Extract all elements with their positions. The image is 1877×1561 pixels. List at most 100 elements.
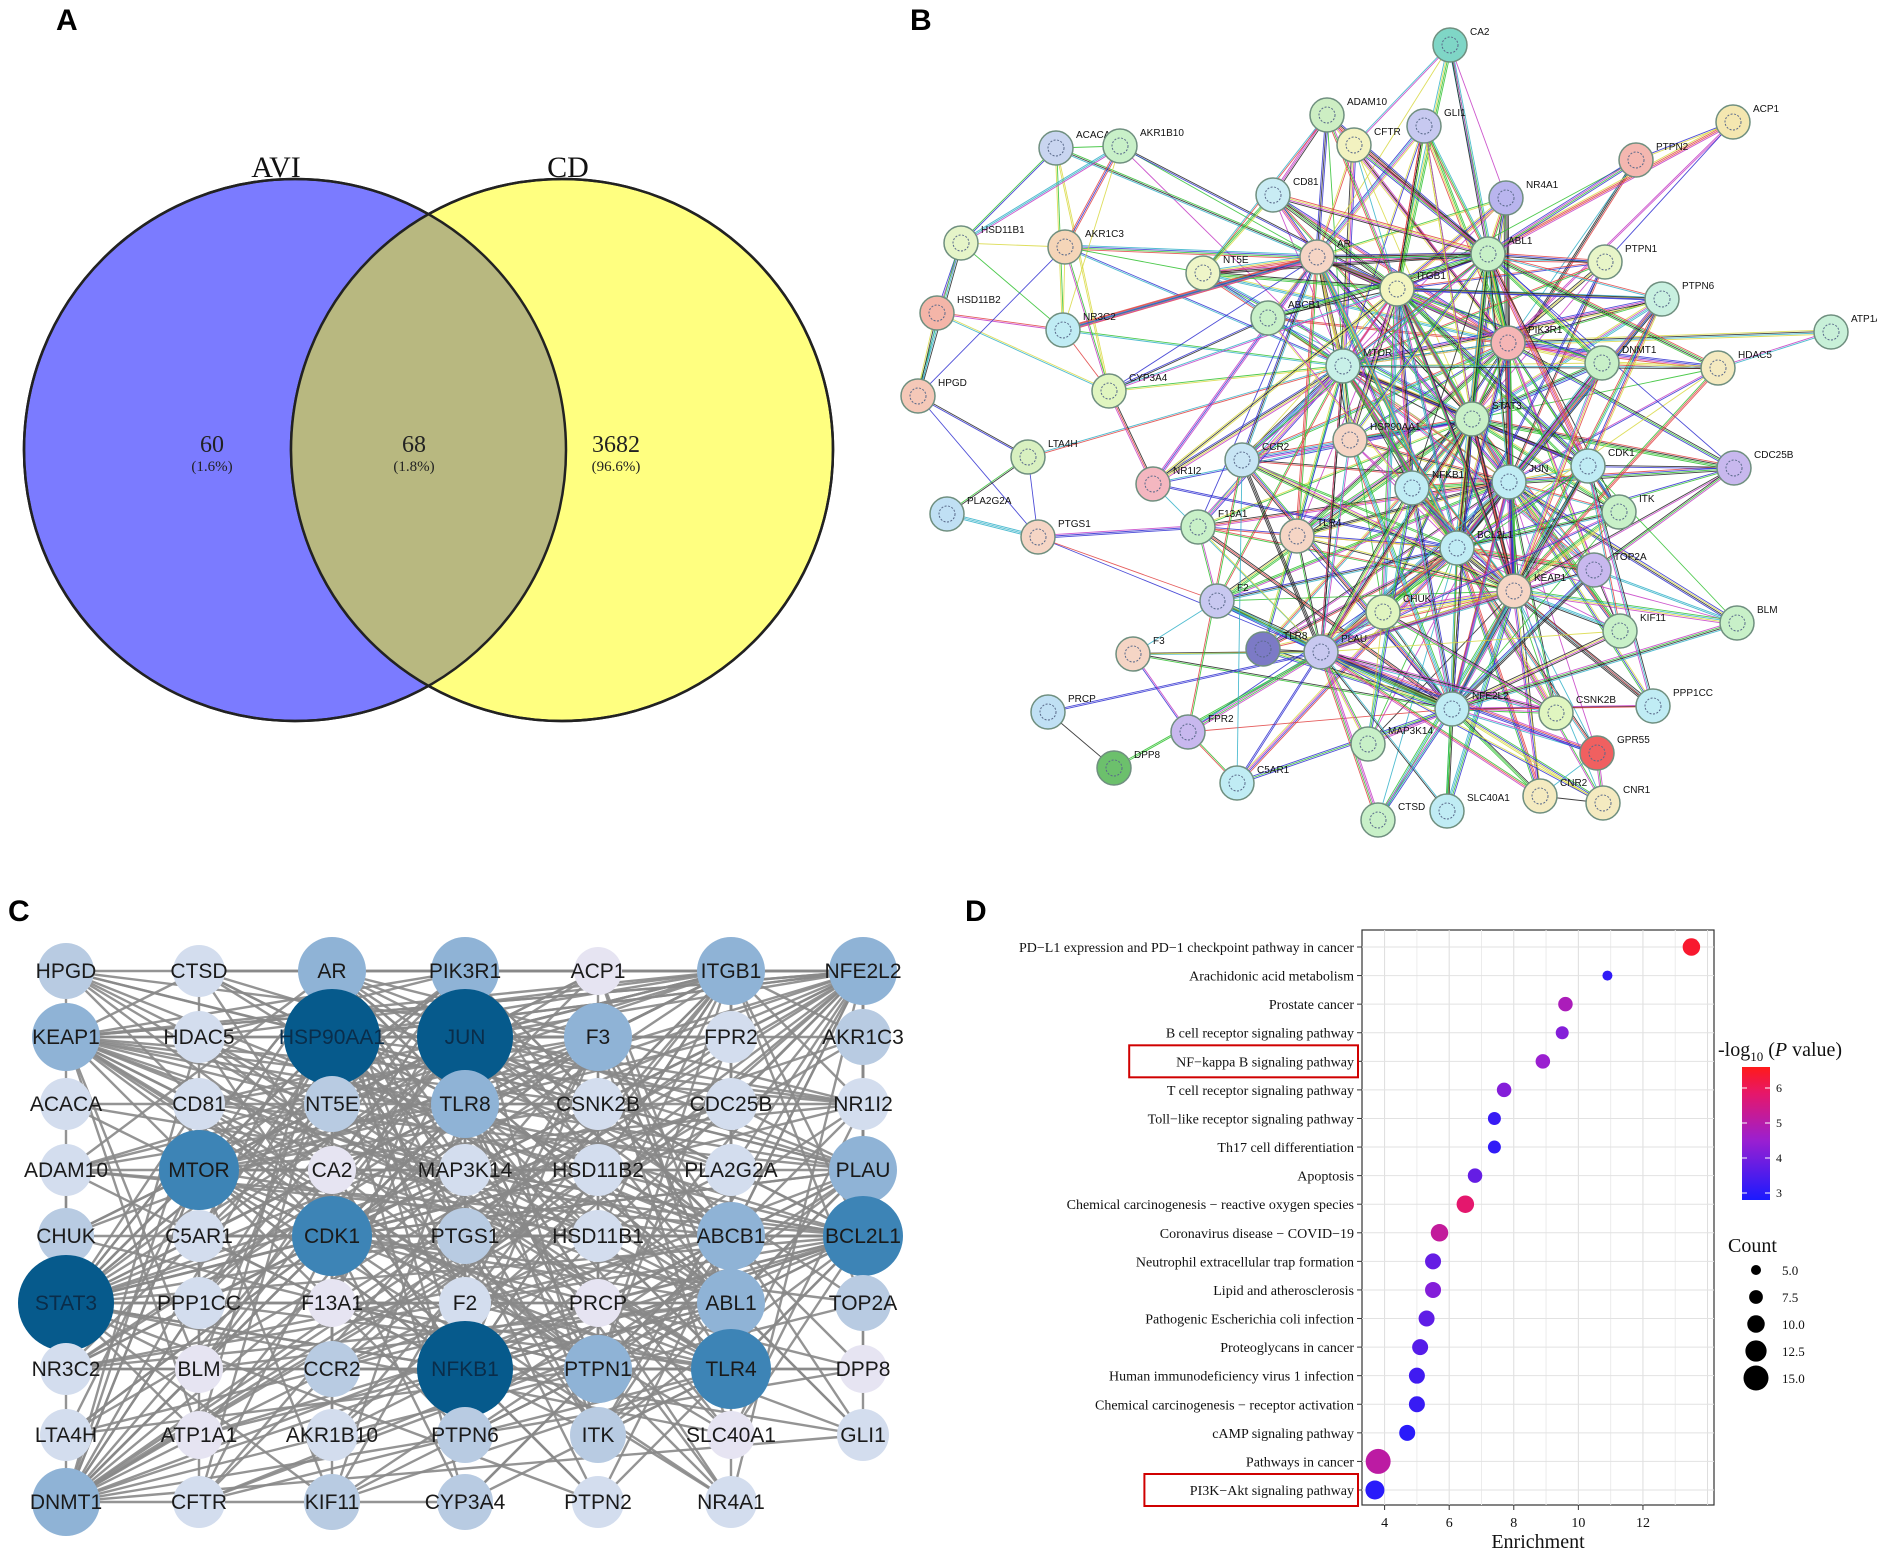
string-edge [1242,257,1319,461]
string-edge [1587,466,1734,470]
string-node-label: CNR2 [1560,778,1588,789]
string-node: MTOR [1325,348,1392,384]
hub-edge [65,969,732,1238]
string-node: CCR2 [1224,442,1290,478]
string-edge [1273,192,1489,253]
string-edge [1342,366,1514,592]
string-edge [1395,289,1514,592]
string-edge [961,148,1057,244]
string-edge [1449,44,1507,199]
string-edge [1153,289,1399,486]
string-edge [1063,247,1109,392]
string-edge [1037,536,1218,602]
string-edge [1353,44,1450,145]
pathway-point [1558,996,1573,1012]
size-legend-label: 10.0 [1782,1317,1805,1332]
string-node: F13A1 [1180,509,1248,545]
string-edge [1028,366,1344,459]
string-edge [1445,590,1514,811]
string-edge [1488,251,1720,367]
string-node-label: TOP2A [1614,552,1647,563]
string-edge [1321,591,1515,654]
string-edge [1396,125,1425,290]
string-edge [1320,510,1619,652]
string-edge [1507,482,1514,592]
string-edge [1458,300,1664,550]
string-edge [1113,650,1321,768]
string-edge [1348,440,1452,710]
string-node-label: PPP1CC [1673,688,1713,699]
string-edge [1240,461,1514,594]
string-edge [1343,262,1606,368]
string-edge [1354,144,1489,254]
string-edge [1242,458,1515,591]
pathway-label: Th17 cell differentiation [1217,1141,1354,1156]
string-edge [1321,419,1473,653]
string-edge [1342,366,1457,549]
string-node: NR3C2 [1045,312,1116,348]
string-edge [1395,289,1457,549]
string-edge [1396,159,1637,290]
string-edge [1342,197,1507,367]
pathway-point [1487,1140,1501,1154]
string-edge [1320,481,1510,653]
string-edge [1319,365,1343,652]
string-edge [961,146,1121,245]
string-edge [1241,365,1343,460]
pathway-label: Pathogenic Escherichia coli infection [1145,1313,1354,1328]
string-edge [1507,297,1662,343]
string-edge [1506,343,1594,571]
string-edge [1592,466,1734,570]
string-edge [1236,459,1243,784]
string-edge [1604,121,1734,263]
string-node-label: TLR4 [1317,518,1342,529]
string-node-label: AKR1C3 [1085,229,1124,240]
string-edge [1454,253,1487,548]
string-node-label: F2 [1237,583,1249,594]
string-node-label: HSD11B2 [957,295,1001,306]
string-edge [1355,143,1490,253]
string-edge [1187,708,1453,733]
string-edge [1382,612,1556,715]
string-edge [1512,366,1718,591]
string-edge [1063,258,1318,333]
size-legend-dot [1745,1340,1767,1362]
string-edge [1354,45,1451,146]
string-edge [1268,255,1489,321]
string-edge [1451,708,1541,797]
string-edge [1114,652,1322,770]
string-edge [1507,482,1653,708]
string-edge [1488,252,1606,262]
string-edge [1216,547,1458,602]
string-node: GPR55 [1579,735,1650,771]
string-edge [1064,247,1317,259]
string-edge [1510,481,1517,591]
string-edge [1319,652,1540,798]
string-edge [1237,709,1453,785]
string-node: HPGD [900,378,967,414]
string-edge [1322,651,1381,820]
string-edge [1514,468,1735,593]
string-node-label: STAT3 [1492,401,1522,412]
string-edge [1488,122,1734,256]
string-edge [1315,257,1457,549]
string-edge [1197,526,1322,653]
string-edge [1215,602,1321,655]
string-edge [1508,332,1832,345]
string-edge [917,395,1039,538]
string-node: AKR1B10 [1102,128,1184,164]
string-edge [1151,287,1397,484]
string-edge [1456,465,1589,549]
string-node-label: DPP8 [1134,750,1161,761]
string-edge [1109,318,1269,393]
string-node-label: GLI1 [1444,108,1466,119]
string-edge [1037,536,1322,653]
string-edge [917,246,1066,397]
string-edge [1119,146,1397,291]
string-edge [1317,198,1507,259]
string-edge [1514,368,1720,593]
string-edge [1472,416,1735,467]
pathway-point [1425,1253,1442,1270]
